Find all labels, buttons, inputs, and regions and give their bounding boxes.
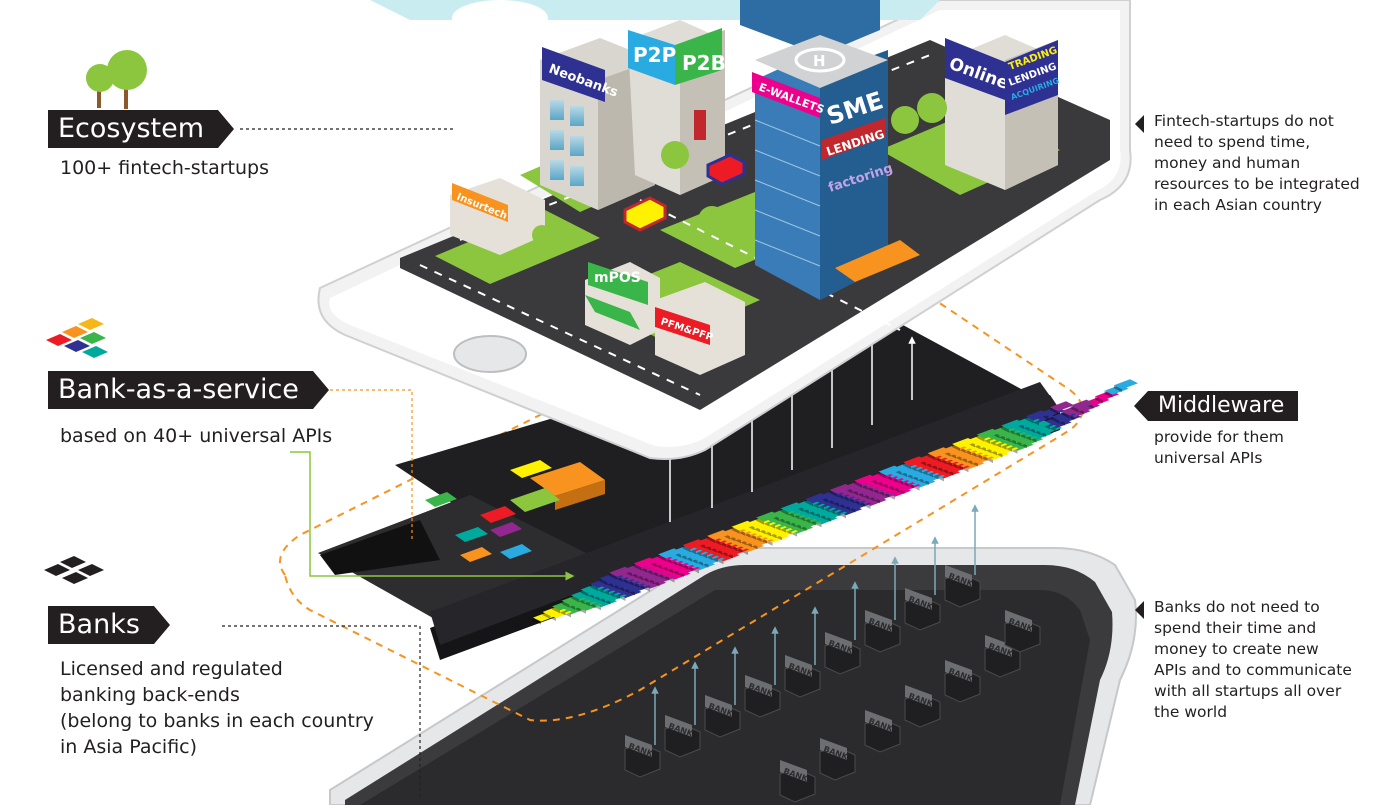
banks-note: Banks do not need to spend their time an… — [1154, 597, 1352, 723]
middleware-label: Middleware — [1148, 391, 1298, 421]
baas-label: Bank-as-a-service — [48, 371, 313, 409]
note-pointer-icon — [1135, 115, 1144, 133]
svg-text:mPOS: mPOS — [594, 270, 641, 286]
svg-text:H: H — [813, 52, 826, 70]
colored-blocks-icon — [46, 318, 108, 358]
baas-subtitle: based on 40+ universal APIs — [60, 423, 332, 449]
banks-label: Banks — [48, 606, 154, 644]
dark-blocks-icon — [44, 556, 104, 584]
trees-icon — [86, 50, 147, 109]
ecosystem-subtitle: 100+ fintech-startups — [60, 155, 269, 181]
svg-text:P2P: P2P — [633, 43, 676, 67]
fintech-note: Fintech-startups do not need to spend ti… — [1154, 111, 1360, 216]
svg-text:P2B: P2B — [682, 51, 726, 75]
ecosystem-label: Ecosystem — [48, 110, 218, 148]
building-online: Online TRADING LENDING ACQUIRING — [945, 35, 1060, 190]
middleware-subtitle: provide for them universal APIs — [1154, 427, 1284, 469]
note-pointer-icon — [1135, 601, 1144, 619]
banks-subtitle: Licensed and regulated banking back-ends… — [60, 656, 374, 760]
